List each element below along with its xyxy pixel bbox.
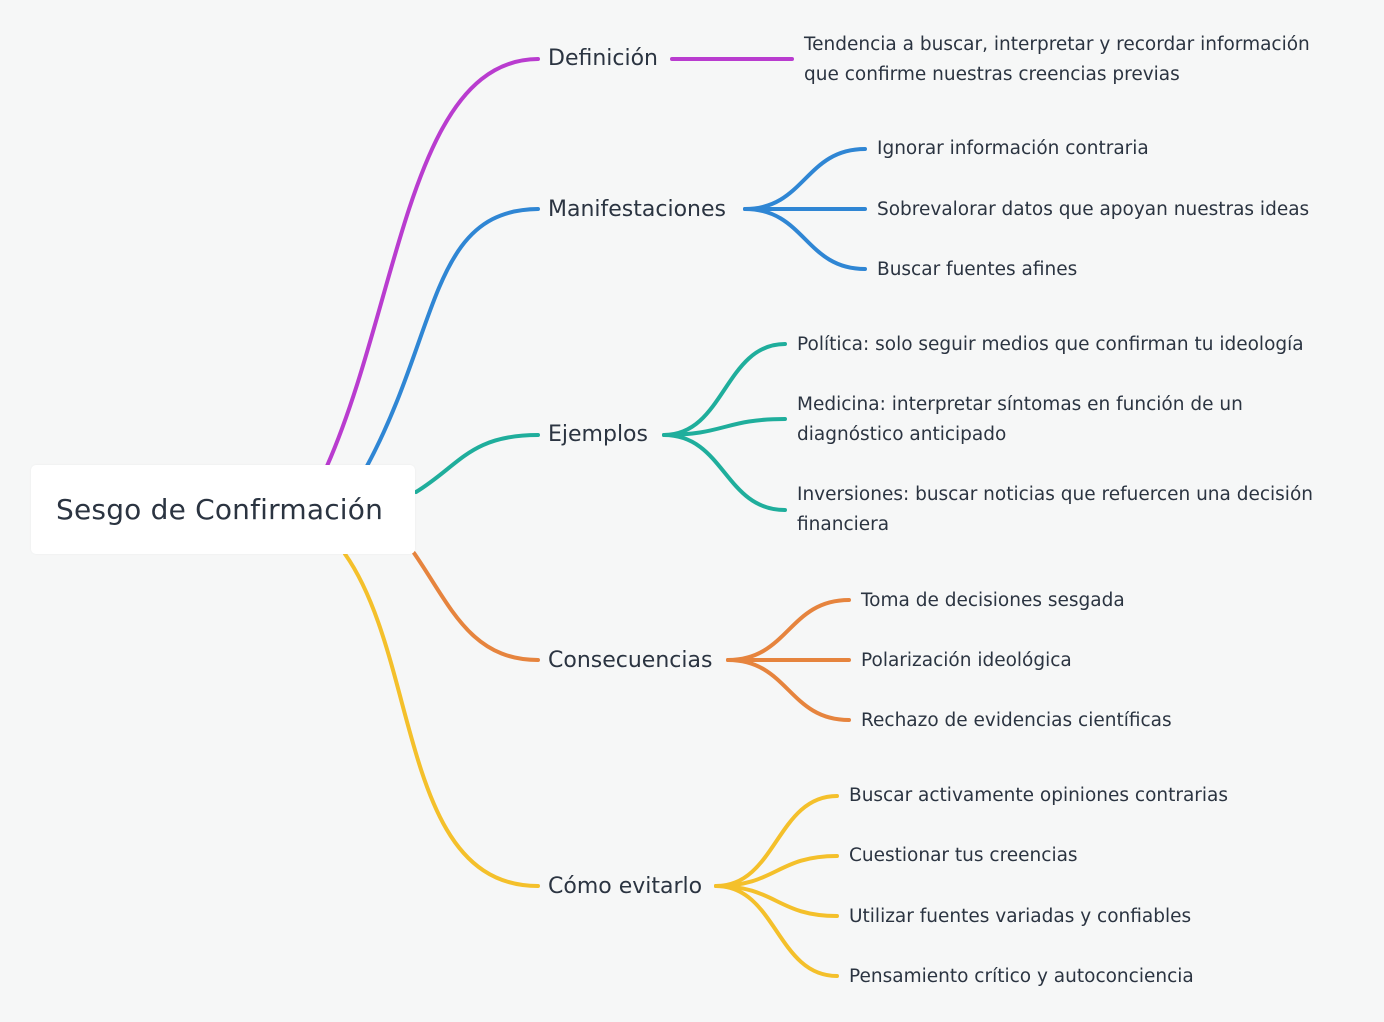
leaf-inversiones-line-1[interactable]: Inversiones: buscar noticias que refuerc… (797, 484, 1313, 505)
root-node[interactable]: Sesgo de Confirmación (31, 465, 415, 554)
leaf-buscar-fuentes[interactable]: Buscar fuentes afines (877, 259, 1078, 280)
leaf-definicion-line-1[interactable]: Tendencia a buscar, interpretar y record… (804, 34, 1310, 55)
leaf-rechazo[interactable]: Rechazo de evidencias científicas (861, 710, 1172, 731)
leaf-politica[interactable]: Política: solo seguir medios que confirm… (797, 334, 1304, 355)
connector-evitar-leaf-3 (714, 884, 839, 978)
leaf-definicion-line-2[interactable]: que confirme nuestras creencias previas (804, 64, 1180, 85)
leaf-medicina-line-2[interactable]: diagnóstico anticipado (797, 424, 1007, 445)
connector-ejemplos-leaf-0 (662, 342, 787, 437)
root-connector-manifestaciones (365, 207, 540, 468)
connector-consecuencias-leaf-0 (726, 598, 851, 662)
root-connector-ejemplos (414, 433, 540, 494)
leaf-medicina-line-1[interactable]: Medicina: interpretar síntomas en funció… (797, 394, 1243, 415)
leaf-fuentes-variadas[interactable]: Utilizar fuentes variadas y confiables (849, 906, 1192, 927)
connector-ejemplos-leaf-1 (662, 417, 787, 437)
leaf-polarizacion[interactable]: Polarización ideológica (861, 650, 1072, 671)
connector-evitar-leaf-1 (714, 854, 839, 888)
branch-ejemplos[interactable]: Ejemplos (548, 422, 648, 447)
leaf-cuestionar[interactable]: Cuestionar tus creencias (849, 845, 1078, 866)
leaf-ignorar[interactable]: Ignorar información contraria (877, 138, 1149, 159)
root-connector-consecuencias (412, 551, 540, 662)
root-connector-evitar (343, 552, 540, 888)
root-connector-definicion (325, 57, 540, 468)
connector-manifestaciones-leaf-2 (743, 207, 867, 271)
leaf-inversiones-line-2[interactable]: financiera (797, 514, 890, 535)
connector-consecuencias-leaf-2 (726, 658, 851, 722)
root-label: Sesgo de Confirmación (56, 493, 384, 526)
branch-consecuencias[interactable]: Consecuencias (548, 648, 713, 673)
leaf-toma-decisiones[interactable]: Toma de decisiones sesgada (861, 590, 1125, 611)
branch-como-evitarlo[interactable]: Cómo evitarlo (548, 874, 703, 899)
connector-ejemplos-leaf-2 (662, 433, 787, 512)
connector-manifestaciones-leaf-0 (743, 147, 867, 211)
branch-manifestaciones[interactable]: Manifestaciones (548, 197, 726, 222)
leaf-pensamiento-critico[interactable]: Pensamiento crítico y autoconciencia (849, 966, 1194, 987)
branch-definicion[interactable]: Definición (548, 46, 658, 71)
leaf-sobrevalorar[interactable]: Sobrevalorar datos que apoyan nuestras i… (877, 199, 1310, 220)
leaf-buscar-opiniones[interactable]: Buscar activamente opiniones contrarias (849, 785, 1229, 806)
connector-evitar-leaf-0 (714, 794, 839, 888)
